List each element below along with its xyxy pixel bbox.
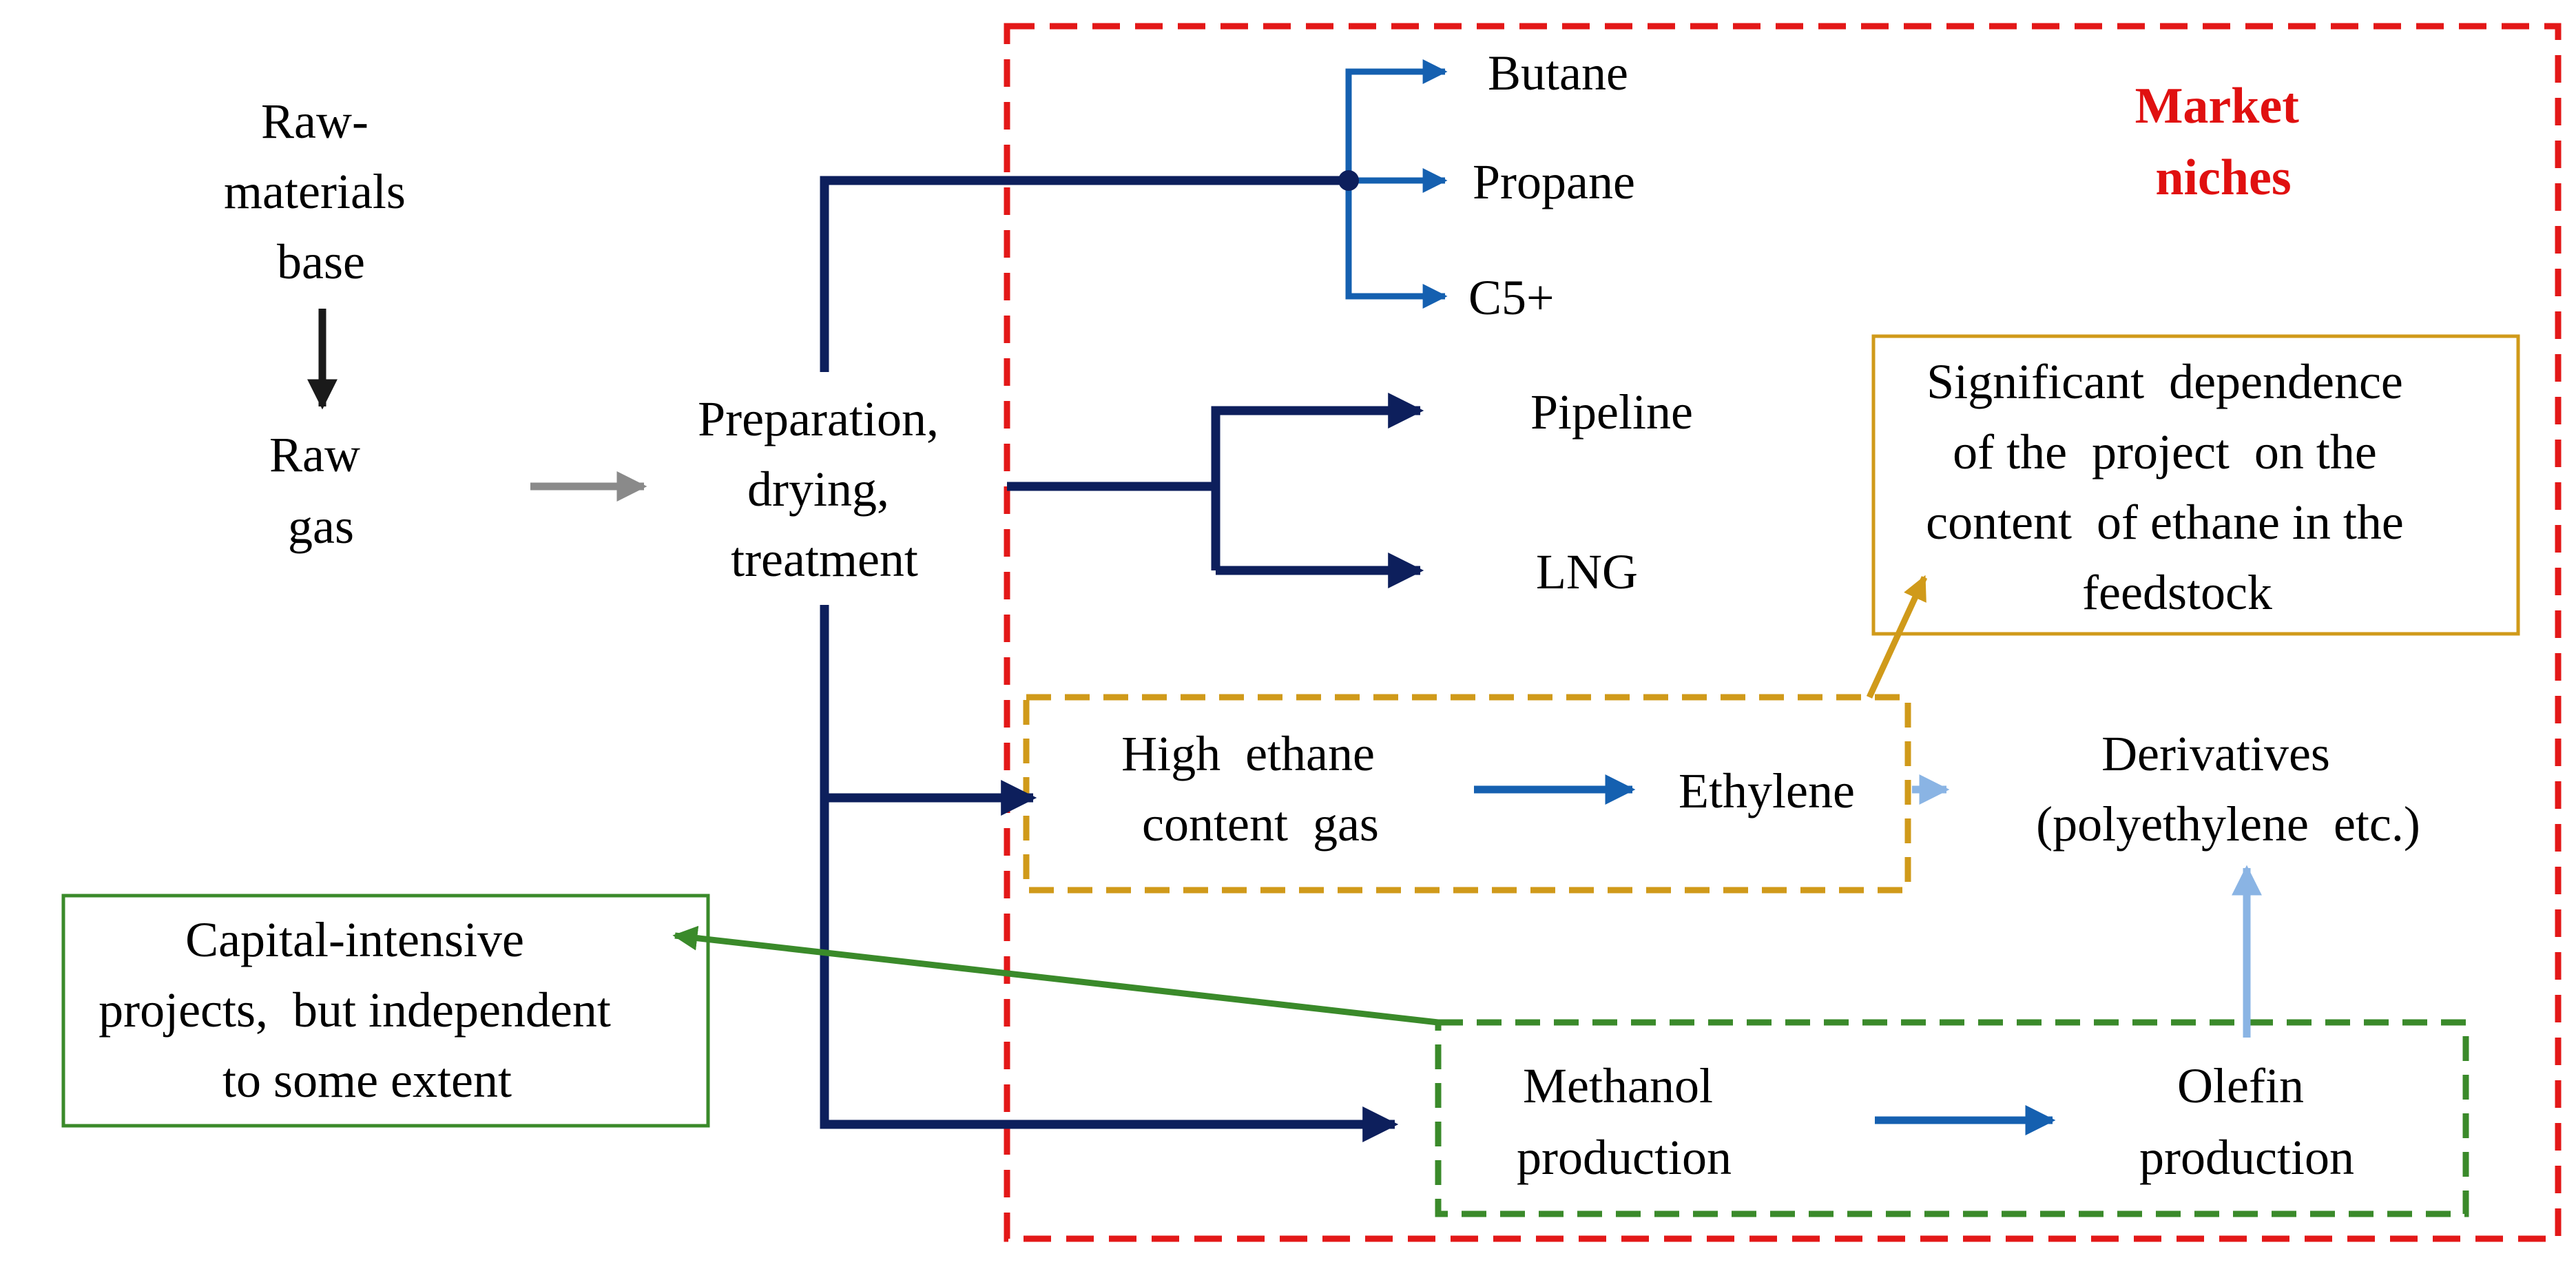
preparation-line-2: drying, xyxy=(747,462,889,517)
capital-text: Capital-intensive projects, but independ… xyxy=(0,0,673,1108)
c5-arrow xyxy=(1345,181,1448,309)
raw-gas-label: Raw gas xyxy=(269,427,373,554)
ethane-dependence-callout-box xyxy=(1871,334,2520,636)
propane-label: Propane xyxy=(1473,154,1635,209)
methanol-line-2: production xyxy=(1517,1130,1732,1185)
c5-label: C5+ xyxy=(1468,270,1555,325)
market-niches-label: Market niches xyxy=(2135,78,2312,206)
ethane-dependence-line-2: of the project on the xyxy=(1953,424,2377,480)
raw-gas-line-1: Raw xyxy=(269,427,360,482)
raw-materials-line-2: materials xyxy=(224,164,406,219)
high-ethane-line-1: High ethane xyxy=(1121,726,1375,781)
capital-callout-box xyxy=(61,894,710,1128)
ethane-dependence-line-1: Significant dependence xyxy=(1926,354,2403,409)
preparation-line-3: treatment xyxy=(731,532,918,587)
raw-gas-line-2: gas xyxy=(288,499,354,554)
derivatives-line-2: (polyethylene etc.) xyxy=(2036,796,2420,852)
capital-line-2: projects, but independent xyxy=(98,982,611,1038)
capital-line-3: to some extent xyxy=(222,1053,512,1108)
preparation-label: Preparation, drying, treatment xyxy=(698,391,951,587)
olefin-line-2: production xyxy=(2139,1130,2354,1185)
olefin-line-1: Olefin xyxy=(2177,1058,2304,1113)
pipeline-label: Pipeline xyxy=(1530,384,1693,440)
derivatives-line-1: Derivatives xyxy=(2101,726,2330,781)
ethylene-label: Ethylene xyxy=(1679,763,1855,818)
high-ethane-label: High ethane content gas xyxy=(0,0,1437,852)
raw-materials-line-3: base xyxy=(277,234,365,289)
capital-callout-pointer xyxy=(672,925,1439,1026)
ethane-dependence-line-3: content of ethane in the xyxy=(1926,495,2404,550)
main-trunk-bottom xyxy=(820,605,1399,1142)
ethane-dependence-line-4: feedstock xyxy=(2082,565,2272,620)
butane-label: Butane xyxy=(1488,45,1628,101)
methanol-line-1: Methanol xyxy=(1523,1058,1713,1113)
market-niches-line-2: niches xyxy=(2155,150,2291,206)
butane-arrow xyxy=(1345,59,1448,181)
market-niches-line-1: Market xyxy=(2135,78,2300,134)
derivatives-label: Derivatives (polyethylene etc.) xyxy=(2036,726,2420,852)
pipeline-arrow xyxy=(1211,393,1424,570)
ethane-dependence-text: Significant dependence of the project on… xyxy=(0,0,2466,620)
ethane-callout-pointer xyxy=(1866,575,1928,699)
raw-materials-line-1: Raw- xyxy=(261,94,368,149)
main-trunk-top xyxy=(820,176,1349,372)
preparation-line-1: Preparation, xyxy=(698,391,939,446)
lng-label: LNG xyxy=(1536,544,1638,599)
junction-dot xyxy=(1338,170,1359,191)
capital-line-1: Capital-intensive xyxy=(185,912,524,967)
olefin-label: Olefin production xyxy=(2139,1058,2354,1185)
methanol-group-border xyxy=(1435,1019,2469,1217)
market-niches-border xyxy=(1004,23,2562,1242)
methanol-label: Methanol production xyxy=(1517,1058,1732,1185)
raw-materials-label: Raw- materials base xyxy=(224,94,418,289)
high-ethane-line-2: content gas xyxy=(1142,796,1379,852)
